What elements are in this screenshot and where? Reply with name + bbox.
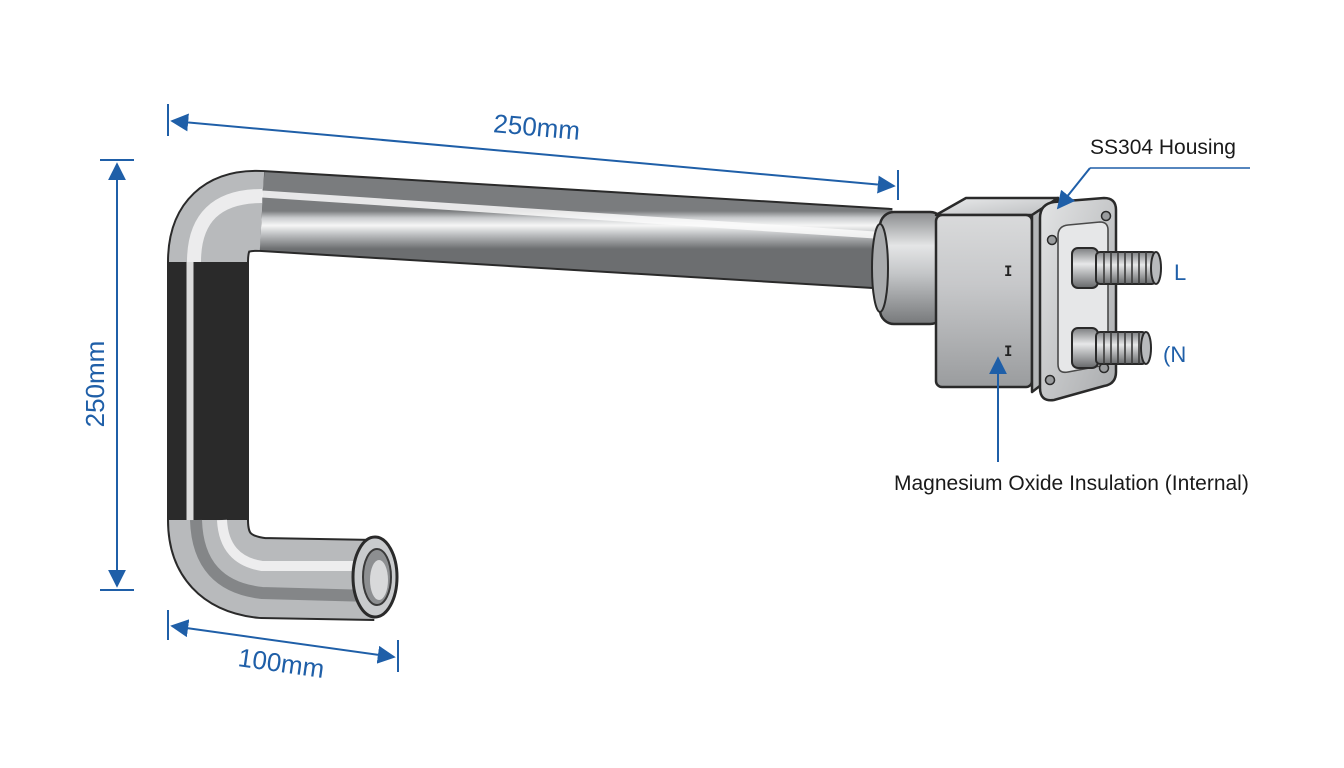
terminal-bolt-neutral <box>1071 327 1152 369</box>
callout-insulation: Magnesium Oxide Insulation (Internal) <box>894 356 1249 495</box>
dimension-vertical-label: 250mm <box>80 341 110 428</box>
terminal-label-neutral: (N <box>1163 342 1186 367</box>
callout-housing-label: SS304 Housing <box>1090 136 1236 159</box>
housing-mark-upper: I <box>1004 264 1012 280</box>
housing-mark-lower: I <box>1004 344 1012 360</box>
callout-housing: SS304 Housing <box>1056 136 1250 210</box>
screw-bottom-left <box>1044 374 1056 386</box>
dimension-bottom-label: 100mm <box>236 642 326 684</box>
collar <box>871 210 946 326</box>
dimension-vertical: 250mm <box>80 159 134 591</box>
tube-open-end <box>351 535 399 619</box>
callout-insulation-label: Magnesium Oxide Insulation (Internal) <box>894 472 1249 495</box>
tube <box>167 169 893 621</box>
screw-top-left <box>1046 234 1058 246</box>
dimension-top-label: 250mm <box>492 108 581 146</box>
dimension-bottom: 100mm <box>167 610 399 684</box>
terminal-label-live: L <box>1174 260 1186 285</box>
housing-box: I I <box>934 196 1118 402</box>
terminal-bolt-live <box>1071 247 1162 289</box>
screw-top-right <box>1100 210 1112 222</box>
